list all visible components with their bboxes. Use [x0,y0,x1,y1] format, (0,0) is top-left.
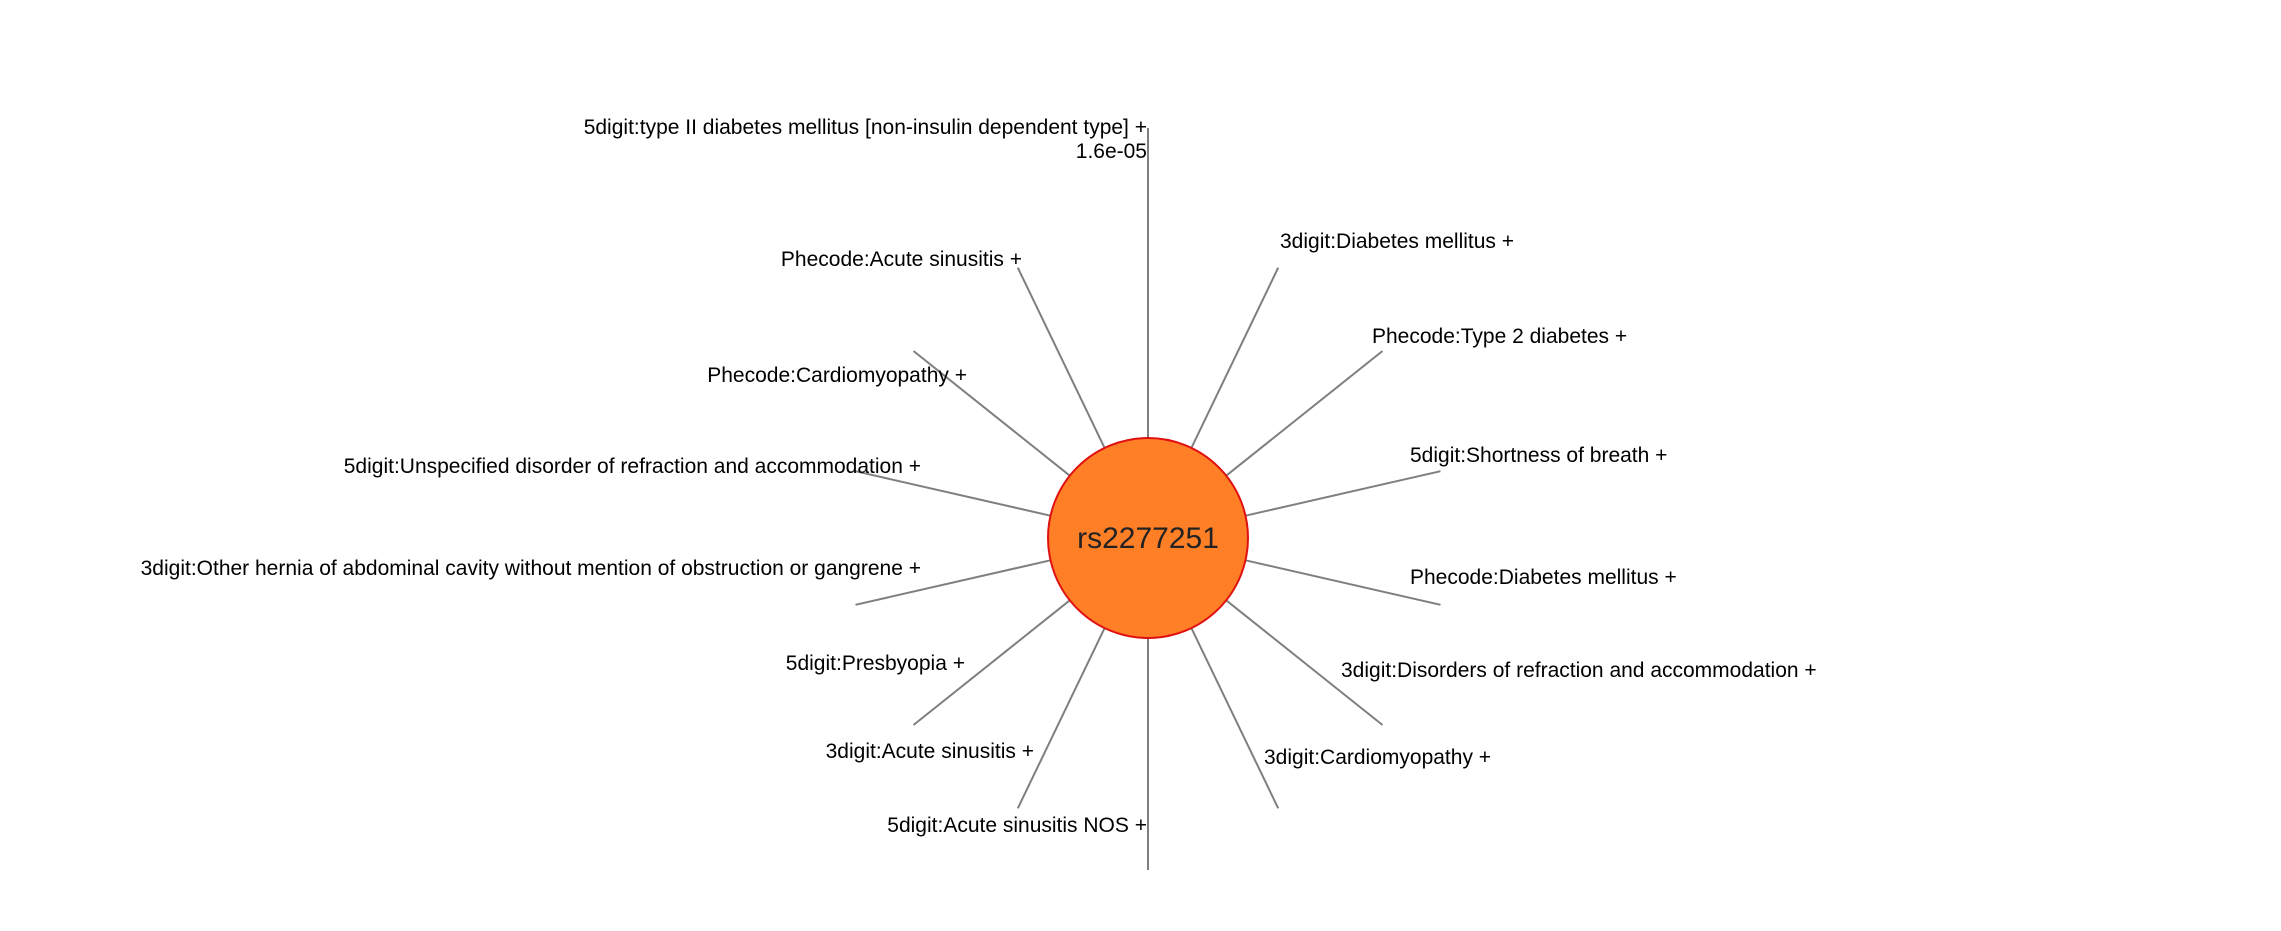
node-label-text: 3digit:Cardiomyopathy [1264,746,1473,769]
node-pvalue: 1.6e-05 [1075,140,1147,163]
expand-toggle-icon[interactable]: + [1655,444,1668,467]
spoke-line [1016,627,1106,809]
node-label-text: Phecode:Cardiomyopathy [707,364,949,387]
expand-toggle-icon[interactable]: + [1009,248,1022,271]
node-label[interactable]: Phecode:Acute sinusitis + [781,248,1022,272]
node-label-text: 3digit:Disorders of refraction and accom… [1341,659,1799,682]
spoke-line [855,470,1051,517]
spoke-line [1225,350,1384,477]
spoke-line [1245,470,1441,517]
expand-toggle-icon[interactable]: + [1804,659,1817,682]
node-label[interactable]: Phecode:Type 2 diabetes + [1372,325,1627,349]
expand-toggle-icon[interactable]: + [954,364,967,387]
node-label[interactable]: 3digit:Other hernia of abdominal cavity … [141,557,921,581]
expand-toggle-icon[interactable]: + [1501,230,1515,253]
node-label-text: 5digit:Presbyopia [785,652,947,675]
node-label-text: 3digit:Diabetes mellitus [1280,230,1496,253]
node-label-text: 5digit:type II diabetes mellitus [non-in… [583,116,1129,139]
center-node-label: rs2277251 [1077,522,1219,555]
node-label-text: 5digit:Acute sinusitis NOS [887,814,1129,837]
node-label-text: Phecode:Diabetes mellitus [1410,566,1659,589]
node-label[interactable]: 5digit:Acute sinusitis NOS + [887,814,1147,838]
spoke-line [1225,599,1384,726]
node-label-text: 5digit:Shortness of breath [1410,444,1650,467]
node-label[interactable]: 3digit:Diabetes mellitus + [1280,230,1514,254]
expand-toggle-icon[interactable]: + [908,557,921,580]
node-label-text: Phecode:Acute sinusitis [780,248,1004,271]
expand-toggle-icon[interactable]: + [1134,116,1147,139]
node-label[interactable]: Phecode:Diabetes mellitus + [1410,566,1677,590]
expand-toggle-icon[interactable]: + [952,652,965,675]
spoke-line [1245,559,1441,606]
node-label[interactable]: 3digit:Disorders of refraction and accom… [1341,659,1817,683]
expand-toggle-icon[interactable]: + [1478,746,1492,769]
spoke-line [855,559,1051,606]
node-label[interactable]: 5digit:Presbyopia + [786,652,965,676]
node-label[interactable]: Phecode:Cardiomyopathy + [707,364,967,388]
spoke-line [1190,627,1280,809]
spoke-line [912,599,1071,726]
node-label-text: 5digit:Unspecified disorder of refractio… [343,455,903,478]
node-label-text: 3digit:Other hernia of abdominal cavity … [140,557,903,580]
node-label-text: 3digit:Acute sinusitis [825,740,1016,763]
node-label[interactable]: 5digit:type II diabetes mellitus [non-in… [584,116,1147,164]
spoke-line [1190,267,1280,449]
spoke-line [1016,267,1106,449]
node-label[interactable]: 5digit:Shortness of breath + [1410,444,1667,468]
node-label[interactable]: 5digit:Unspecified disorder of refractio… [344,455,921,479]
node-label-text: Phecode:Type 2 diabetes [1372,325,1610,348]
expand-toggle-icon[interactable]: + [1134,814,1147,837]
spoke-line [912,350,1071,477]
center-node[interactable] [1047,437,1249,639]
expand-toggle-icon[interactable]: + [908,455,921,478]
node-label[interactable]: 3digit:Acute sinusitis + [826,740,1034,764]
spokes [855,128,1441,870]
expand-toggle-icon[interactable]: + [1614,325,1628,348]
node-label[interactable]: 3digit:Cardiomyopathy + [1264,746,1491,770]
expand-toggle-icon[interactable]: + [1021,740,1034,763]
expand-toggle-icon[interactable]: + [1664,566,1677,589]
